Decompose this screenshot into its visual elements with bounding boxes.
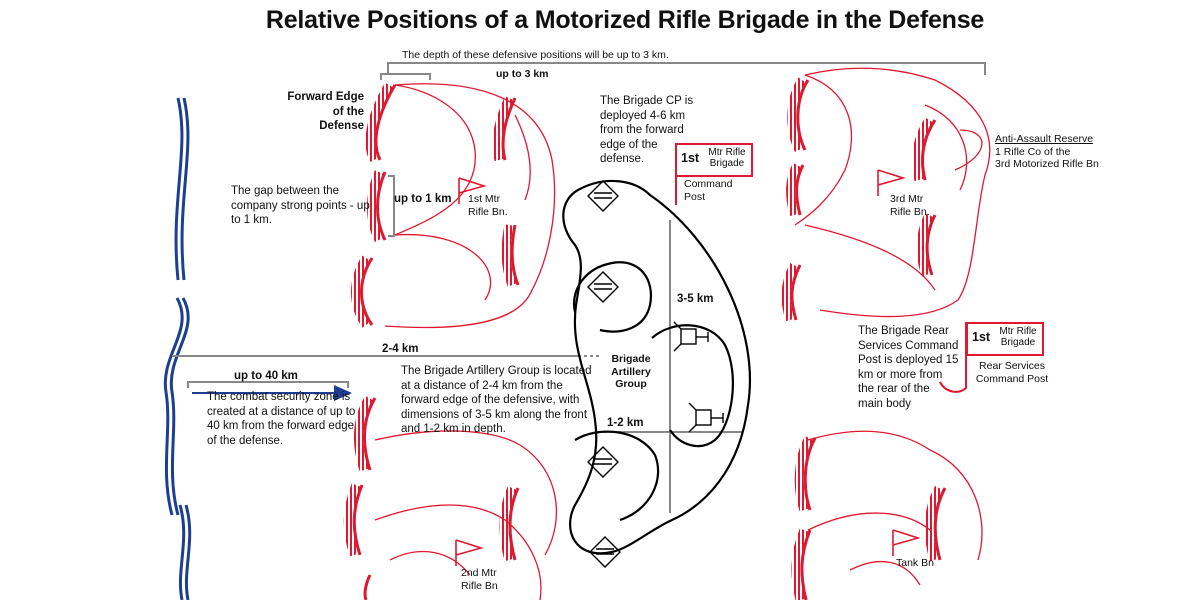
up-to-3km-label: up to 3 km [496,68,549,80]
artillery-battery-icon [587,271,619,303]
tank-battalion [807,430,983,586]
second-battalion-obstacles [343,395,520,600]
observation-post-icon [688,402,724,433]
anti-assault-reserve-outline [954,129,983,171]
page-title: Relative Positions of a Motorized Rifle … [265,6,985,34]
depth-note: The depth of these defensive positions w… [402,49,669,61]
up-to-1km-label: up to 1 km [394,193,452,205]
up-to-40km-label: up to 40 km [234,370,298,382]
one-to-two-km-label: 1-2 km [607,417,644,429]
artillery-battery-icon [587,446,619,478]
artillery-group [562,179,752,555]
security-zone-line [163,97,192,600]
flag-icon [877,169,906,196]
flag-icon [458,177,487,204]
first-battalion-obstacles [351,82,520,328]
artillery-battery-icon [589,536,621,568]
first-battalion [384,83,556,329]
flag-icon [455,539,484,566]
flag-icon [892,529,921,556]
artillery-battery-icon [587,180,619,212]
third-battalion-obstacles [781,77,937,322]
three-to-five-km-label: 3-5 km [677,293,714,305]
third-battalion [794,67,991,318]
observation-post-icon [673,321,709,352]
two-to-four-km-label: 2-4 km [382,343,419,355]
tank-bn-label: Tank Bn [896,557,934,569]
rear-post-staff [939,322,967,393]
dimension-lines [172,62,986,513]
tank-battalion-obstacles [791,435,947,600]
